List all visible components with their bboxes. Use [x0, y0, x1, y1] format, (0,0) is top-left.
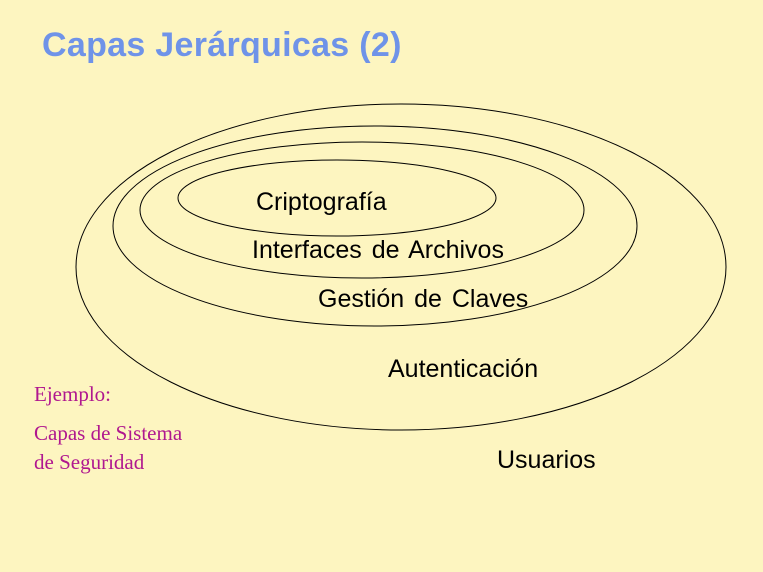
ellipse-gestion-claves	[112, 125, 638, 327]
example-line-2: de Seguridad	[34, 450, 145, 474]
ellipse-interfaces-archivos	[139, 141, 585, 279]
ellipse-criptografia	[177, 159, 497, 237]
label-usuarios: Usuarios	[497, 446, 596, 474]
label-autenticacion: Autenticación	[388, 355, 539, 383]
example-heading: Ejemplo:	[34, 382, 111, 406]
label-interfaces-archivos: Interfaces de Archivos	[252, 236, 504, 264]
example-line-1: Capas de Sistema	[34, 421, 183, 445]
ellipse-autenticacion	[75, 103, 727, 431]
example-note: Ejemplo: Capas de Sistema de Seguridad	[34, 380, 182, 477]
label-gestion-claves: Gestión de Claves	[318, 285, 529, 313]
slide-title: Capas Jerárquicas (2)	[42, 26, 402, 64]
label-criptografia: Criptografía	[256, 188, 387, 216]
